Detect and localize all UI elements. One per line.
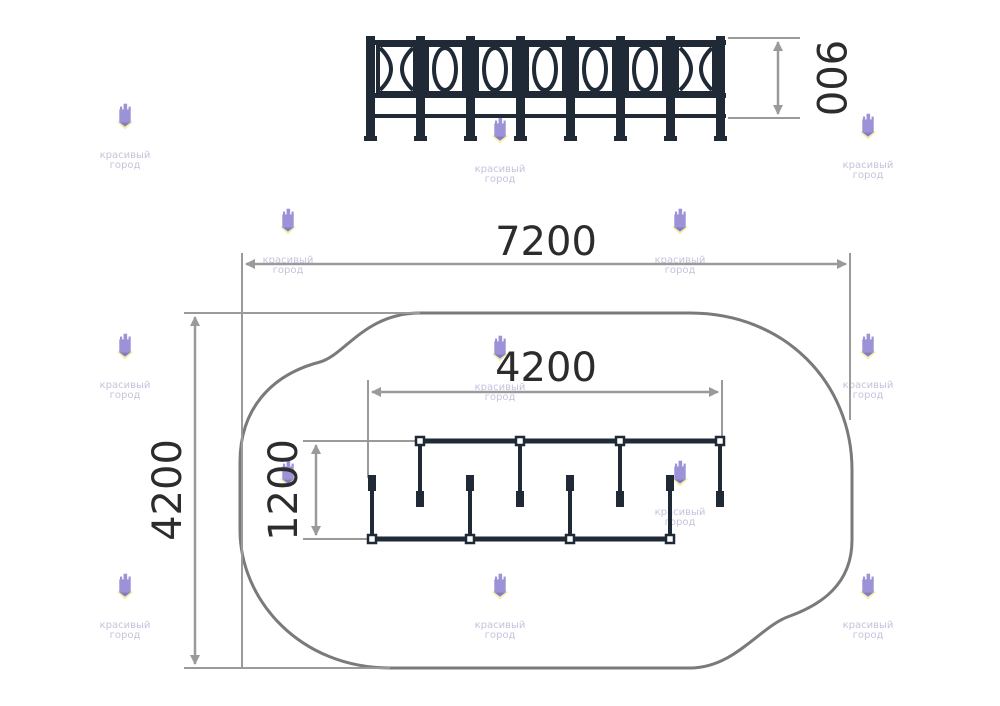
plan-slab <box>466 475 474 491</box>
post-foot <box>614 136 627 141</box>
post <box>566 36 575 140</box>
watermark-text: город <box>110 390 141 401</box>
plan-joint <box>714 435 726 447</box>
plan-structure <box>366 435 726 545</box>
dimension-structure-width: 4200 <box>495 345 597 391</box>
watermark-text: красивый <box>843 380 894 391</box>
watermark-text: город <box>273 265 304 276</box>
watermark-text: город <box>853 390 884 401</box>
watermark-text: город <box>485 392 516 403</box>
plan-joint <box>564 533 576 545</box>
top-rail <box>366 40 726 45</box>
base-rail <box>366 114 726 118</box>
post <box>716 36 725 140</box>
elevation-panel <box>475 43 516 95</box>
elevation-panel <box>376 43 417 95</box>
post-foot <box>464 136 477 141</box>
watermark-text: город <box>485 174 516 185</box>
plan-slab <box>416 491 424 507</box>
plan-joint <box>366 533 378 545</box>
plan-joint <box>614 435 626 447</box>
elevation-panel <box>625 43 666 95</box>
post <box>416 36 425 140</box>
elevation-panel <box>575 43 616 95</box>
watermark-logo: красивый город <box>100 333 151 401</box>
plan-slab <box>566 475 574 491</box>
elevation-panel <box>425 43 466 95</box>
post <box>366 36 375 140</box>
structure-depth-dimension: 1200 <box>261 439 420 541</box>
plan-slab <box>616 491 624 507</box>
zone-outline <box>238 311 854 670</box>
watermark-logo: красивый город <box>263 208 313 276</box>
watermark-text: красивый <box>655 507 706 518</box>
watermark-logo: красивый город <box>100 573 151 641</box>
elevation-panel <box>675 43 716 95</box>
watermark-text: красивый <box>475 164 526 175</box>
post-foot <box>564 136 577 141</box>
plan-slab <box>368 475 376 491</box>
watermark-logo: красивый город <box>843 333 894 401</box>
plan-joint <box>514 435 526 447</box>
watermark-text: город <box>665 265 696 276</box>
watermark-logo: красивый город <box>843 113 894 181</box>
watermark-text: город <box>665 517 696 528</box>
plan-joint <box>414 435 426 447</box>
watermark-text: красивый <box>843 620 894 631</box>
watermark-logo: красивый город <box>475 573 526 641</box>
structure-width-dimension: 4200 <box>367 345 723 478</box>
plan-slab <box>516 491 524 507</box>
dimension-zone-width: 7200 <box>495 219 597 265</box>
watermark-text: город <box>110 630 141 641</box>
watermark-logo: красивый город <box>655 208 705 276</box>
plan-slab <box>716 491 724 507</box>
post <box>666 36 675 140</box>
post <box>466 36 475 140</box>
watermark-text: красивый <box>100 620 151 631</box>
watermark-text: красивый <box>475 620 526 631</box>
zone-height-dimension: 4200 <box>145 312 420 669</box>
watermark-text: город <box>853 630 884 641</box>
watermark-logo: красивый город <box>655 460 706 528</box>
watermark-text: красивый <box>843 160 894 171</box>
watermark-text: город <box>485 630 516 641</box>
bottom-rail <box>366 93 726 98</box>
post-foot <box>414 136 427 141</box>
plan-joint <box>464 533 476 545</box>
zone-width-dimension: 7200 <box>241 219 851 668</box>
post <box>516 36 525 140</box>
dimension-elevation-height: 900 <box>807 40 853 116</box>
plan-slab <box>666 475 674 491</box>
plan-joint <box>664 533 676 545</box>
dimension-zone-height: 4200 <box>145 439 191 541</box>
elevation-panel <box>525 43 566 95</box>
watermark-text: красивый <box>100 380 151 391</box>
watermark-logo: красивый город <box>843 573 894 641</box>
post-foot <box>714 136 727 141</box>
watermark-logo: красивый город <box>475 117 526 185</box>
post <box>616 36 625 140</box>
watermark-text: город <box>110 160 141 171</box>
watermark-text: красивый <box>100 150 151 161</box>
dimension-structure-depth: 1200 <box>261 439 307 541</box>
watermark-logo: красивый город <box>100 103 151 171</box>
post-foot <box>514 136 527 141</box>
front-elevation: 900 <box>364 36 853 141</box>
post-foot <box>364 136 377 141</box>
watermark-text: город <box>853 170 884 181</box>
post-foot <box>664 136 677 141</box>
